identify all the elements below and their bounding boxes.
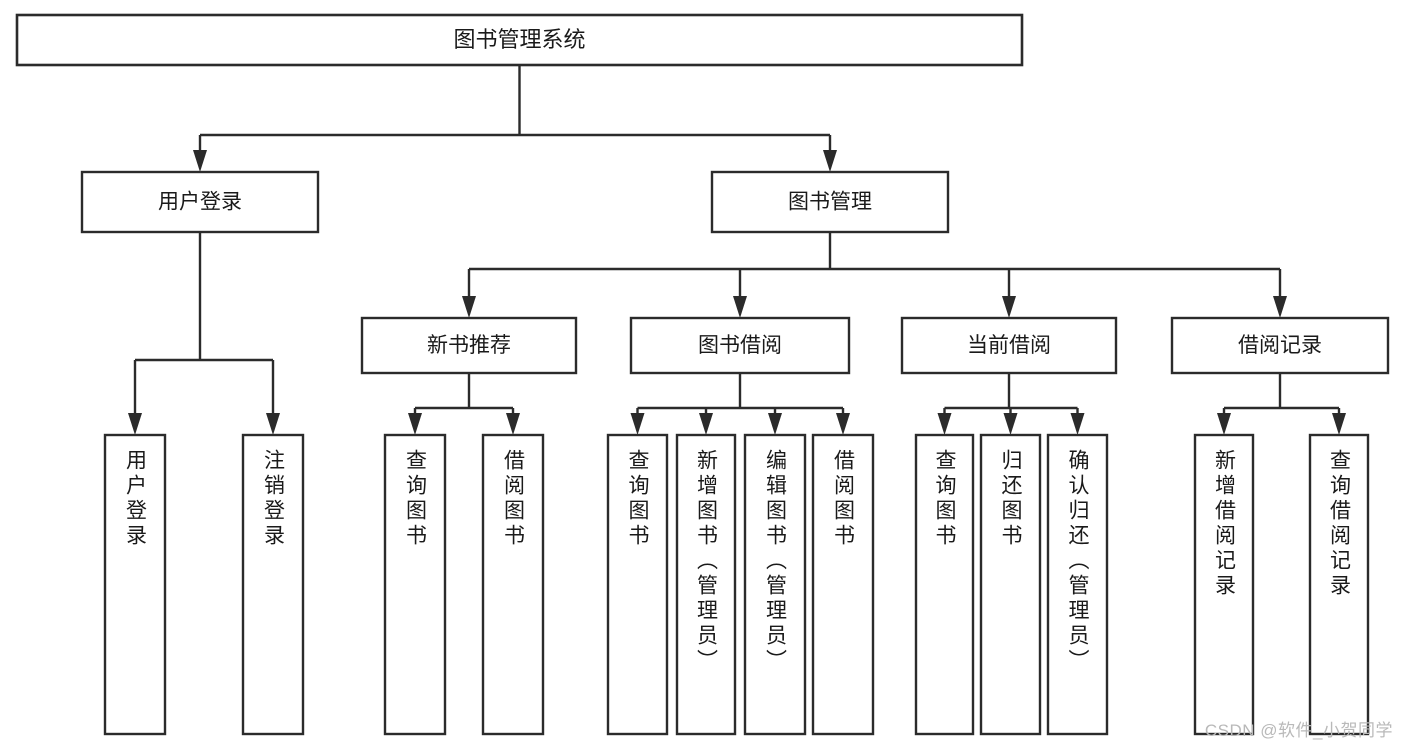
node-box-root[interactable] bbox=[15, 13, 1024, 67]
arrow-icon-book-manage bbox=[823, 150, 837, 172]
arrow-icon-borrow-record bbox=[1273, 296, 1287, 318]
node-label-new-book-recommend: 新书推荐 bbox=[427, 334, 511, 357]
arrow-icon-leaf-user-logout bbox=[266, 413, 280, 435]
node-box-book-manage[interactable] bbox=[710, 170, 950, 234]
arrow-icon-leaf-edit-book-admin bbox=[768, 413, 782, 435]
node-box-leaf-user-login[interactable] bbox=[103, 433, 167, 736]
node-box-leaf-query-book-borrow[interactable] bbox=[606, 433, 669, 736]
node-box-leaf-user-logout[interactable] bbox=[241, 433, 305, 736]
node-box-leaf-borrow-book[interactable] bbox=[811, 433, 875, 736]
node-box-leaf-query-book-current[interactable] bbox=[914, 433, 975, 736]
node-box-new-book-recommend[interactable] bbox=[360, 316, 578, 375]
node-box-user-login[interactable] bbox=[80, 170, 320, 234]
node-label-user-login: 用户登录 bbox=[158, 191, 242, 214]
watermark-text: CSDN @软件_小贺同学 bbox=[1204, 721, 1393, 740]
node-label-book-manage: 图书管理 bbox=[788, 191, 872, 214]
node-label-current-borrow: 当前借阅 bbox=[967, 334, 1051, 357]
arrow-icon-leaf-return-book bbox=[1003, 413, 1018, 435]
node-box-leaf-query-book-rec[interactable] bbox=[383, 433, 447, 736]
node-box-leaf-edit-book-admin[interactable] bbox=[743, 433, 807, 736]
node-label-book-borrow: 图书借阅 bbox=[698, 334, 782, 357]
arrow-icon-book-borrow bbox=[733, 296, 747, 318]
node-box-leaf-add-book-admin[interactable] bbox=[675, 433, 737, 736]
arrow-icon-current-borrow bbox=[1002, 296, 1016, 318]
arrow-icon-leaf-query-book-current bbox=[937, 413, 952, 435]
node-label-root: 图书管理系统 bbox=[453, 27, 585, 52]
node-box-borrow-record[interactable] bbox=[1170, 316, 1390, 375]
arrow-icon-leaf-query-book-rec bbox=[408, 413, 422, 435]
node-label-borrow-record: 借阅记录 bbox=[1238, 334, 1322, 357]
node-box-leaf-add-borrow-record[interactable] bbox=[1193, 433, 1255, 736]
arrow-icon-leaf-add-borrow-record bbox=[1217, 413, 1231, 435]
node-box-leaf-query-borrow-record[interactable] bbox=[1308, 433, 1370, 736]
arrow-icon-leaf-query-book-borrow bbox=[630, 413, 645, 435]
arrow-icon-leaf-query-borrow-record bbox=[1332, 413, 1346, 435]
arrow-icon-leaf-user-login bbox=[128, 413, 142, 435]
arrow-icon-new-book-recommend bbox=[462, 296, 476, 318]
node-box-current-borrow[interactable] bbox=[900, 316, 1118, 375]
node-box-book-borrow[interactable] bbox=[629, 316, 851, 375]
arrow-icon-leaf-borrow-book-rec bbox=[506, 413, 520, 435]
node-box-leaf-return-book[interactable] bbox=[979, 433, 1042, 736]
arrow-icon-leaf-add-book-admin bbox=[699, 413, 713, 435]
node-box-leaf-borrow-book-rec[interactable] bbox=[481, 433, 545, 736]
connectors-layer bbox=[128, 65, 1346, 435]
node-box-leaf-confirm-return-admin[interactable] bbox=[1046, 433, 1109, 736]
arrow-icon-user-login bbox=[193, 150, 207, 172]
arrow-icon-leaf-confirm-return-admin bbox=[1070, 413, 1085, 435]
arrow-icon-leaf-borrow-book bbox=[836, 413, 850, 435]
